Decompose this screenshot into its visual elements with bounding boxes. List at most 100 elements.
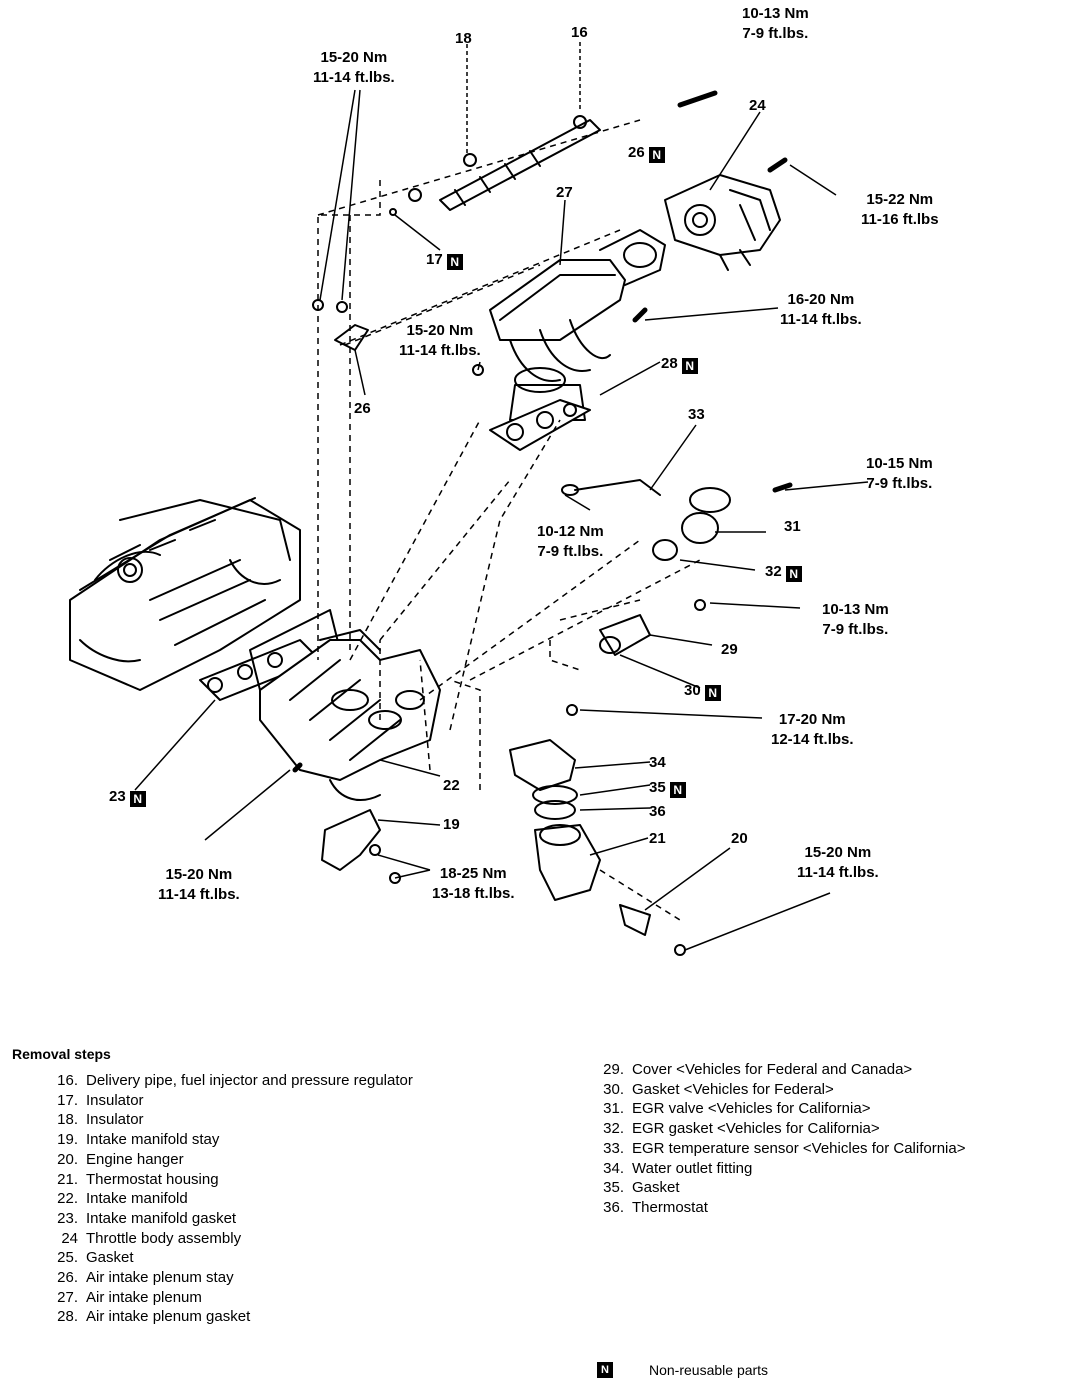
torque-spec-water-outlet: 17-20 Nm 12-14 ft.lbs. — [771, 710, 854, 750]
torque-ftlbs: 11-14 ft.lbs. — [158, 886, 240, 903]
callout-20: 20 — [731, 830, 748, 847]
callout-31: 31 — [784, 518, 801, 535]
callout-26: 26 — [354, 400, 371, 417]
step-number: 28. — [57, 1308, 78, 1326]
callout-34: 34 — [649, 754, 666, 771]
callout-32-num: 32 — [765, 563, 782, 580]
step-number: 21. — [57, 1170, 78, 1188]
callout-30-num: 30 — [684, 682, 701, 699]
step-text: Thermostat housing — [86, 1170, 219, 1188]
torque-nm: 15-22 Nm — [866, 191, 934, 208]
step-number: 26. — [57, 1269, 78, 1287]
non-reusable-mark: N — [648, 147, 665, 163]
leader-lines — [134, 42, 869, 951]
removal-step: 35.Gasket — [594, 1178, 1007, 1198]
manifold-stay — [321, 809, 401, 884]
removal-step: 17.Insulator — [48, 1091, 456, 1111]
torque-nm: 16-20 Nm — [787, 291, 855, 308]
removal-step: 34. Water outlet fitting — [594, 1159, 1007, 1179]
step-number: 19. — [57, 1131, 78, 1149]
delivery-pipe — [389, 115, 601, 216]
callout-35-num: 35 — [649, 779, 666, 796]
non-reusable-legend: N Non-reusable parts — [597, 1362, 768, 1378]
callout-21: 21 — [649, 830, 666, 847]
torque-ftlbs: 11-14 ft.lbs. — [399, 342, 481, 359]
removal-step: 26.Air intake plenum stay — [48, 1268, 456, 1288]
callout-22: 22 — [443, 777, 460, 794]
torque-ftlbs: 11-16 ft.lbs — [861, 211, 939, 228]
step-number: 23. — [57, 1209, 78, 1227]
removal-step: 18.Insulator — [48, 1110, 456, 1130]
torque-nm: 18-25 Nm — [439, 865, 507, 882]
removal-step: 21. Thermostat housing — [48, 1170, 456, 1190]
callout-18: 18 — [455, 30, 472, 47]
step-number: 34. — [603, 1159, 624, 1177]
step-text: EGR valve <Vehicles for California> — [632, 1100, 871, 1118]
step-number: 36. — [603, 1198, 624, 1216]
torque-nm: 17-20 Nm — [778, 711, 846, 728]
torque-nm: 15-20 Nm — [320, 49, 388, 66]
step-text: Intake manifold gasket — [86, 1209, 237, 1227]
step-text: Delivery pipe, fuel injector and pressur… — [86, 1072, 413, 1089]
callout-27: 27 — [556, 184, 573, 201]
bolts — [292, 90, 793, 773]
step-number: 20. — [57, 1150, 78, 1168]
step-text: Water outlet fitting — [632, 1159, 753, 1177]
non-reusable-mark: N — [704, 685, 721, 701]
step-number: 32. — [603, 1120, 624, 1138]
removal-step: 20. Engine hanger — [48, 1150, 456, 1170]
step-number: 31. — [603, 1100, 624, 1118]
step-number: 18. — [57, 1111, 78, 1129]
callout-28-num: 28 — [661, 355, 678, 372]
callout-24: 24 — [749, 97, 766, 114]
callout-17-num: 17 — [426, 251, 443, 268]
torque-nm: 10-15 Nm — [866, 455, 933, 472]
removal-step: 25.Gasket — [48, 1248, 456, 1268]
torque-spec-manifold-stay: 18-25 Nm 13-18 ft.lbs. — [432, 864, 515, 904]
step-text: EGR temperature sensor <Vehicles for Cal… — [632, 1139, 966, 1157]
removal-step: 23. Intake manifold gasket — [48, 1209, 456, 1229]
torque-spec-egr-valve: 10-15 Nm 7-9 ft.lbs. — [866, 454, 933, 494]
removal-step: 28.Air intake plenum gasket — [48, 1307, 456, 1327]
non-reusable-mark: N — [669, 782, 686, 798]
non-reusable-mark: N — [129, 791, 146, 807]
step-text: Engine hanger — [86, 1150, 184, 1168]
non-reusable-mark: N — [446, 254, 463, 270]
callout-16: 16 — [571, 24, 588, 41]
step-text: Insulator — [86, 1091, 144, 1109]
step-number: 24 — [61, 1229, 78, 1247]
torque-ftlbs: 13-18 ft.lbs. — [432, 885, 515, 902]
step-text: Intake manifold — [86, 1190, 188, 1208]
non-reusable-mark: N — [597, 1362, 613, 1378]
torque-ftlbs: 12-14 ft.lbs. — [771, 731, 854, 748]
step-text: EGR gasket <Vehicles for California> — [632, 1120, 880, 1138]
torque-ftlbs: 11-14 ft.lbs. — [780, 311, 862, 328]
torque-ftlbs: 7-9 ft.lbs. — [866, 475, 933, 492]
throttle-body — [664, 174, 781, 271]
torque-ftlbs: 11-14 ft.lbs. — [797, 864, 879, 881]
intake-manifold — [259, 629, 441, 801]
torque-spec-throttle-body: 15-22 Nm 11-16 ft.lbs — [861, 190, 939, 230]
step-text: Intake manifold stay — [86, 1131, 220, 1149]
step-text: Gasket — [632, 1179, 680, 1197]
alignment-lines — [317, 119, 701, 921]
callout-25-num: 26 — [628, 144, 645, 161]
step-number: 22. — [57, 1190, 78, 1208]
removal-step: 36.Thermostat — [594, 1198, 1007, 1218]
removal-step: 30.Gasket <Vehicles for Federal> — [594, 1080, 1007, 1100]
step-number: 27. — [57, 1288, 78, 1306]
torque-nm: 15-20 Nm — [165, 866, 233, 883]
torque-nm: 10-13 Nm — [742, 5, 809, 22]
removal-step: 33.EGR temperature sensor <Vehicles for … — [594, 1139, 1007, 1159]
non-reusable-label: Non-reusable parts — [649, 1362, 769, 1378]
removal-step: 31. EGR valve <Vehicles for California> — [594, 1099, 1007, 1119]
